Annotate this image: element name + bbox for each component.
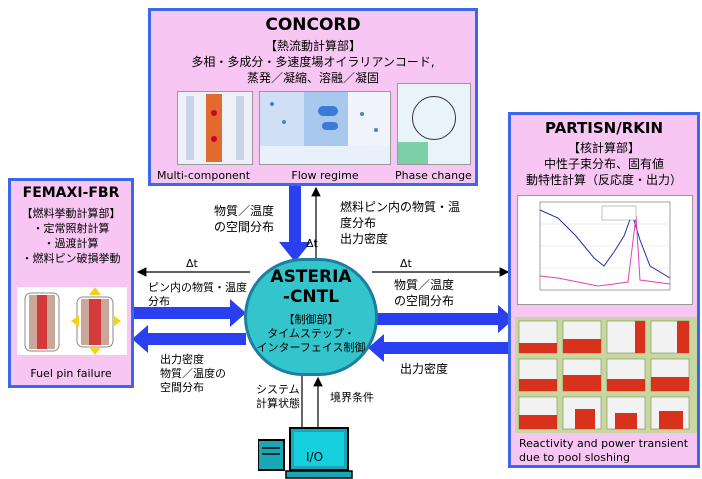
label-left-lower-1: 出力密度 bbox=[160, 353, 204, 366]
partisn-caption-1: Reactivity and power transient bbox=[519, 437, 689, 450]
asteria-sub-1: 【制御部】 bbox=[283, 313, 339, 326]
concord-title: CONCORD bbox=[265, 15, 361, 35]
io-label: I/O bbox=[306, 450, 324, 464]
asteria-sub-3: インターフェイス制御 bbox=[256, 341, 366, 354]
label-left-upper-2: 分布 bbox=[148, 295, 170, 308]
concord-desc-1: 多相・多成分・多速度場オイラリアンコード, bbox=[191, 55, 435, 69]
partisn-desc-2: 動特性計算（反応度・出力） bbox=[525, 173, 682, 187]
label-dt-center: Δt bbox=[306, 237, 318, 250]
label-right-upper-1: 物質／温度 bbox=[394, 278, 455, 292]
concord-desc-2: 蒸発／凝縮、溶融／凝固 bbox=[246, 71, 379, 85]
concord-label-phase-change: Phase change bbox=[395, 169, 472, 182]
sloshing-snapshots-image bbox=[515, 317, 697, 433]
reactivity-chart-image bbox=[517, 195, 693, 305]
label-top-left-2: の空間分布 bbox=[214, 220, 275, 234]
thin-arrows bbox=[136, 186, 510, 430]
flow-regime-image bbox=[259, 91, 391, 165]
concord-label-multi-component: Multi-component bbox=[157, 169, 251, 182]
computer-icon bbox=[258, 427, 353, 479]
partisn-title: PARTISN/RKIN bbox=[544, 119, 664, 137]
femaxi-caption: Fuel pin failure bbox=[30, 367, 112, 380]
label-top-left-1: 物質／温度 bbox=[214, 204, 275, 218]
partisn-subtitle: 【核計算部】 bbox=[567, 141, 640, 155]
femaxi-item-2: ・過渡計算 bbox=[43, 237, 99, 250]
femaxi-item-1: ・定常照射計算 bbox=[32, 222, 110, 235]
femaxi-box: FEMAXI-FBR 【燃料挙動計算部】 ・定常照射計算 ・過渡計算 ・燃料ピン… bbox=[8, 178, 134, 388]
asteria-sub-2: タイムステップ・ bbox=[267, 327, 355, 340]
femaxi-item-3: ・燃料ピン破損挙動 bbox=[21, 252, 121, 265]
label-system-1: システム bbox=[256, 383, 300, 396]
concord-subtitle: 【熱流動計算部】 bbox=[264, 39, 361, 53]
label-dt-right: Δt bbox=[400, 257, 412, 270]
label-left-lower-2: 物質／温度の bbox=[160, 367, 226, 380]
io-computer: I/O bbox=[258, 412, 368, 479]
label-system-2: 計算状態 bbox=[256, 397, 300, 410]
label-right-lower: 出力密度 bbox=[400, 362, 449, 376]
label-left-upper-1: ピン内の物質・温度 bbox=[148, 281, 247, 294]
label-left-lower-3: 空間分布 bbox=[160, 381, 204, 394]
fuel-pin-image bbox=[17, 287, 127, 355]
label-right-upper-2: の空間分布 bbox=[394, 294, 455, 308]
multi-component-image bbox=[177, 91, 253, 165]
blue-arrows bbox=[132, 185, 514, 362]
femaxi-subtitle: 【燃料挙動計算部】 bbox=[21, 207, 121, 220]
asteria-cntl-node: ASTERIA -CNTL 【制御部】 タイムステップ・ インターフェイス制御 bbox=[244, 258, 378, 376]
femaxi-title: FEMAXI-FBR bbox=[22, 185, 120, 201]
label-dt-left: Δt bbox=[186, 257, 198, 270]
concord-box: CONCORD 【熱流動計算部】 多相・多成分・多速度場オイラリアンコード, 蒸… bbox=[148, 8, 478, 186]
phase-change-image bbox=[397, 83, 471, 165]
asteria-title-1: ASTERIA bbox=[270, 267, 352, 287]
partisn-caption-2: due to pool sloshing bbox=[519, 451, 630, 464]
asteria-title-2: -CNTL bbox=[282, 287, 340, 307]
label-top-right-2: 度分布 bbox=[340, 216, 377, 230]
partisn-desc-1: 中性子束分布、固有値 bbox=[543, 157, 664, 171]
label-top-right-1: 燃料ピン内の物質・温 bbox=[340, 200, 461, 214]
concord-label-flow-regime: Flow regime bbox=[291, 169, 359, 182]
partisn-box: PARTISN/RKIN 【核計算部】 中性子束分布、固有値 動特性計算（反応度… bbox=[508, 112, 700, 468]
label-boundary: 境界条件 bbox=[330, 391, 374, 404]
label-top-right-3: 出力密度 bbox=[340, 232, 389, 246]
